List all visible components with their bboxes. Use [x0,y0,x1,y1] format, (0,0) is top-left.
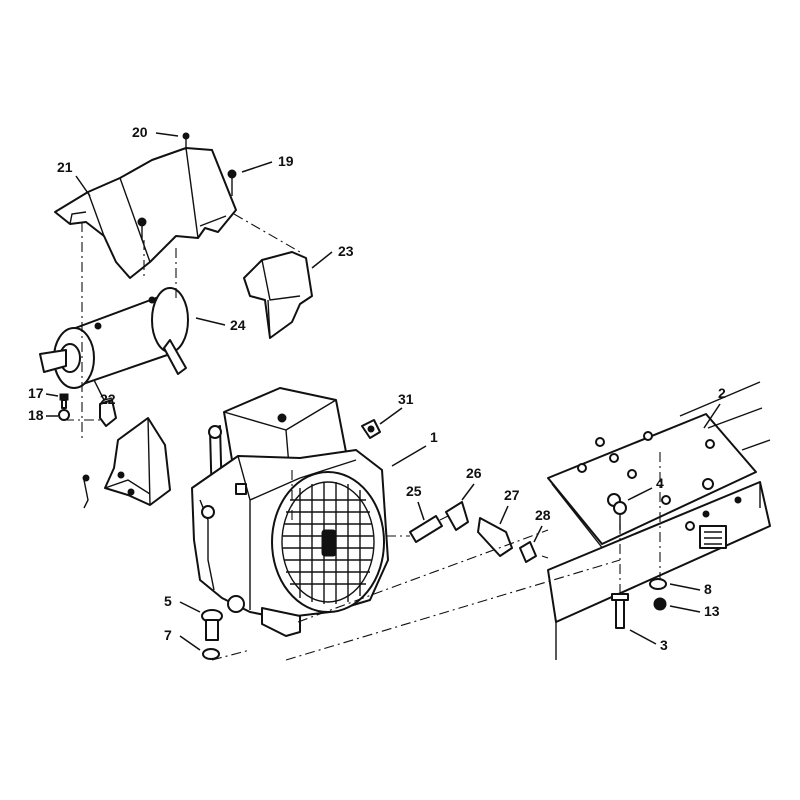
small-shield [243,251,313,339]
mount-hardware [611,501,667,629]
callout-27: 27 [504,487,520,503]
lower-shield [99,399,171,506]
callout-17: 17 [28,385,44,401]
small-hardware [58,132,237,509]
callout-2: 2 [718,385,726,401]
callout-22: 22 [100,391,116,407]
callout-20: 20 [132,124,148,140]
callout-1: 1 [430,429,438,445]
tractor-frame [547,381,771,660]
callout-4: 4 [656,475,664,491]
engine-bolt [201,609,223,660]
callout-23: 23 [338,243,354,259]
callout-25: 25 [406,483,422,499]
callout-21: 21 [57,159,73,175]
part-31-fitting [361,419,381,439]
callout-19: 19 [278,153,294,169]
callout-28: 28 [535,507,551,523]
engine [191,387,389,637]
callout-24: 24 [230,317,246,333]
assembly-centerlines [64,213,661,661]
callout-7: 7 [164,627,172,643]
callouts: 20 19 21 23 24 17 18 22 31 1 2 26 25 27 … [28,124,726,653]
callout-31: 31 [398,391,414,407]
callout-8: 8 [704,581,712,597]
heat-shield [54,147,237,279]
callout-3: 3 [660,637,668,653]
callout-13: 13 [704,603,720,619]
muffler [39,287,189,401]
callout-26: 26 [466,465,482,481]
callout-5: 5 [164,593,172,609]
callout-18: 18 [28,407,44,423]
fuel-fittings [409,501,537,563]
